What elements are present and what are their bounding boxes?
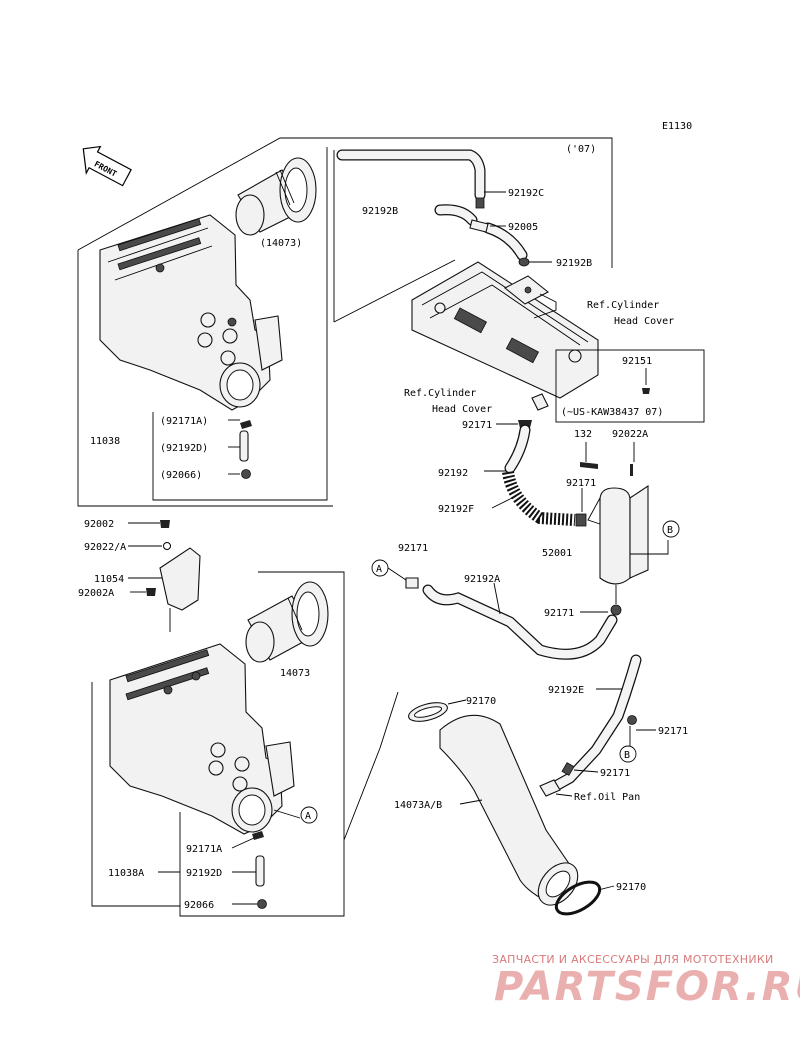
clamp-92171 [575, 513, 587, 527]
label-92171A-paren: (92171A) [160, 416, 208, 427]
label-92192F: 92192F [438, 504, 474, 515]
label-92171-a: 92171 [462, 420, 492, 431]
label-ref-cyl-head-left-2: Head Cover [432, 404, 492, 415]
cylinder-head-cover: Ref.Cylinder Head Cover [411, 261, 674, 399]
label-92192: 92192 [438, 468, 468, 479]
diagram-code: E1130 [662, 121, 692, 132]
hose-92192E-group: 92192E 92171 B 92171 Ref.Oil Pan [539, 654, 688, 803]
breather-hose-07-group: ('07) 92192C 92192B 92005 92192B [336, 144, 596, 269]
label-92171-d: 92171 [544, 608, 574, 619]
label-92192A: 92192A [464, 574, 500, 585]
label-92022-A: 92022/A [84, 542, 126, 553]
label-92171-f: 92171 [600, 768, 630, 779]
inlet-duct-bottom [245, 581, 329, 663]
label-92192B-left: 92192B [362, 206, 398, 217]
label-ref-cyl-head-left: Ref.Cylinder [404, 388, 476, 399]
label-92002: 92002 [84, 519, 114, 530]
label-14073AB: 14073A/B [394, 800, 442, 811]
callout-B-bottom: B [624, 750, 630, 761]
airbox-slot [117, 218, 202, 252]
label-92192B-right: 92192B [556, 258, 592, 269]
callout-A-top: A [376, 564, 382, 575]
label-132: 132 [574, 429, 592, 440]
duct-14073AB-group: 92170 92170 14073A/B [343, 691, 646, 916]
label-92171-e: 92171 [658, 726, 688, 737]
label-92171-b: 92171 [566, 478, 596, 489]
label-92171-c: 92171 [398, 543, 428, 554]
label-92022A: 92022A [612, 429, 648, 440]
label-92192D: 92192D [186, 868, 222, 879]
label-92192D-paren: (92192D) [160, 443, 208, 454]
airbox-slot [117, 237, 202, 271]
label-14073-paren: (14073) [260, 238, 302, 249]
label-92005: 92005 [508, 222, 538, 233]
hose-92192A: 92171 A 92192A 92171 [371, 543, 618, 660]
watermark-logo: PARTSFOR.RU [494, 964, 800, 1010]
label-52001: 52001 [542, 548, 572, 559]
label-ref-cyl-head-top: Ref.Cylinder [587, 300, 659, 311]
label-92170-top: 92170 [466, 696, 496, 707]
intake-duct-14073AB [439, 714, 573, 903]
label-92151: 92151 [622, 356, 652, 367]
top-airbox-group: (14073) 11038 (92171A) (92192D) (92066) [77, 137, 613, 507]
inlet-duct-top [235, 157, 317, 236]
callout-A-bottom: A [305, 811, 311, 822]
us-note: (~US-KAW38437 07) [561, 407, 663, 418]
front-arrow-icon: FRONT [82, 145, 132, 187]
breather-separator-group: 92171 92192 92192F 92171 132 92022A 5200… [438, 420, 680, 616]
label-92066-paren: (92066) [160, 470, 202, 481]
note-box-92151: 92151 (~US-KAW38437 07) [555, 349, 705, 423]
label-92170-bottom: 92170 [616, 882, 646, 893]
label-11054: 11054 [94, 574, 124, 585]
label-ref-oil-pan: Ref.Oil Pan [574, 792, 640, 803]
label-14073: 14073 [280, 668, 310, 679]
label-ref-cyl-head-top-2: Head Cover [614, 316, 674, 327]
label-92171A: 92171A [186, 844, 222, 855]
label-92192C: 92192C [508, 188, 544, 199]
oil-separator-52001 [599, 487, 631, 585]
small-parts-top [239, 420, 252, 479]
watermark-text: ЗАПЧАСТИ И АКСЕССУАРЫ ДЛЯ МОТОТЕХНИКИ [492, 953, 774, 966]
callout-B-top: B [667, 525, 673, 536]
label-92066: 92066 [184, 900, 214, 911]
year-note: ('07) [566, 144, 596, 155]
label-92002A: 92002A [78, 588, 114, 599]
label-11038: 11038 [90, 436, 120, 447]
label-92192E: 92192E [548, 685, 584, 696]
label-11038A: 11038A [108, 868, 144, 879]
bottom-airbox-group: 92002 92022/A 11054 92002A A 14073 [78, 519, 345, 917]
